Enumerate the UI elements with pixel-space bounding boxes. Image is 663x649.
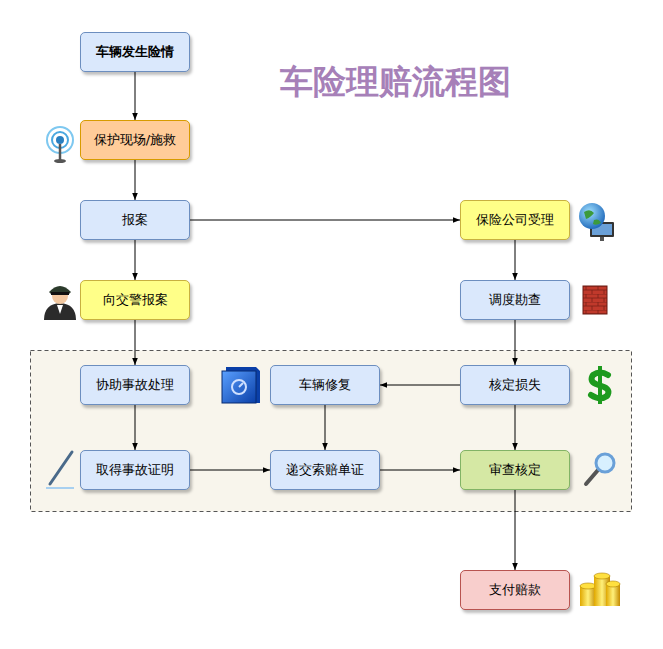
globe-monitor-icon — [579, 203, 614, 241]
flow-arrow — [135, 405, 136, 450]
process-box: 取得事故证明 — [80, 450, 190, 490]
process-box: 保护现场/施救 — [80, 120, 190, 160]
process-box: 保险公司受理 — [460, 200, 570, 240]
box-label: 向交警报案 — [103, 291, 168, 309]
box-label: 调度勘查 — [489, 291, 541, 309]
box-label: 支付赔款 — [489, 581, 541, 599]
box-label: 保险公司受理 — [476, 211, 554, 229]
box-label: 车辆发生险情 — [96, 43, 174, 61]
box-label: 审查核定 — [489, 461, 541, 479]
dollar-icon — [591, 366, 608, 404]
safe-icon — [222, 367, 260, 403]
box-label: 车辆修复 — [299, 376, 351, 394]
flow-arrow — [135, 240, 136, 280]
coins-icon — [580, 573, 620, 606]
process-box: 审查核定 — [460, 450, 570, 490]
process-box: 调度勘查 — [460, 280, 570, 320]
police-icon — [44, 286, 76, 320]
process-box: 支付赔款 — [460, 570, 570, 610]
process-box: 报案 — [80, 200, 190, 240]
magnifier-icon — [586, 454, 614, 484]
process-box: 向交警报案 — [80, 280, 190, 320]
flow-arrow — [325, 405, 326, 450]
flow-arrow — [190, 470, 270, 471]
flow-arrow — [515, 240, 516, 280]
box-label: 核定损失 — [489, 376, 541, 394]
process-box: 协助事故处理 — [80, 365, 190, 405]
flow-arrow — [380, 470, 460, 471]
process-box: 车辆修复 — [270, 365, 380, 405]
box-label: 协助事故处理 — [96, 376, 174, 394]
box-label: 报案 — [122, 211, 148, 229]
flow-arrow — [515, 405, 516, 450]
box-label: 取得事故证明 — [96, 461, 174, 479]
flow-arrow — [515, 490, 516, 570]
box-label: 递交索赔单证 — [286, 461, 364, 479]
flow-arrow — [135, 160, 136, 200]
antenna-icon — [47, 127, 73, 163]
flow-arrow — [135, 320, 136, 365]
flow-arrow — [190, 220, 460, 221]
brick-wall-icon — [583, 286, 607, 314]
flow-arrow — [135, 72, 136, 120]
dashed-region — [31, 351, 632, 512]
diagram-title: 车险理赔流程图 — [250, 60, 540, 105]
flow-arrow — [380, 385, 460, 386]
process-box: 递交索赔单证 — [270, 450, 380, 490]
process-box: 核定损失 — [460, 365, 570, 405]
process-box: 车辆发生险情 — [80, 32, 190, 72]
box-label: 保护现场/施救 — [94, 131, 176, 149]
flow-arrow — [515, 320, 516, 365]
pen-icon — [46, 452, 74, 488]
